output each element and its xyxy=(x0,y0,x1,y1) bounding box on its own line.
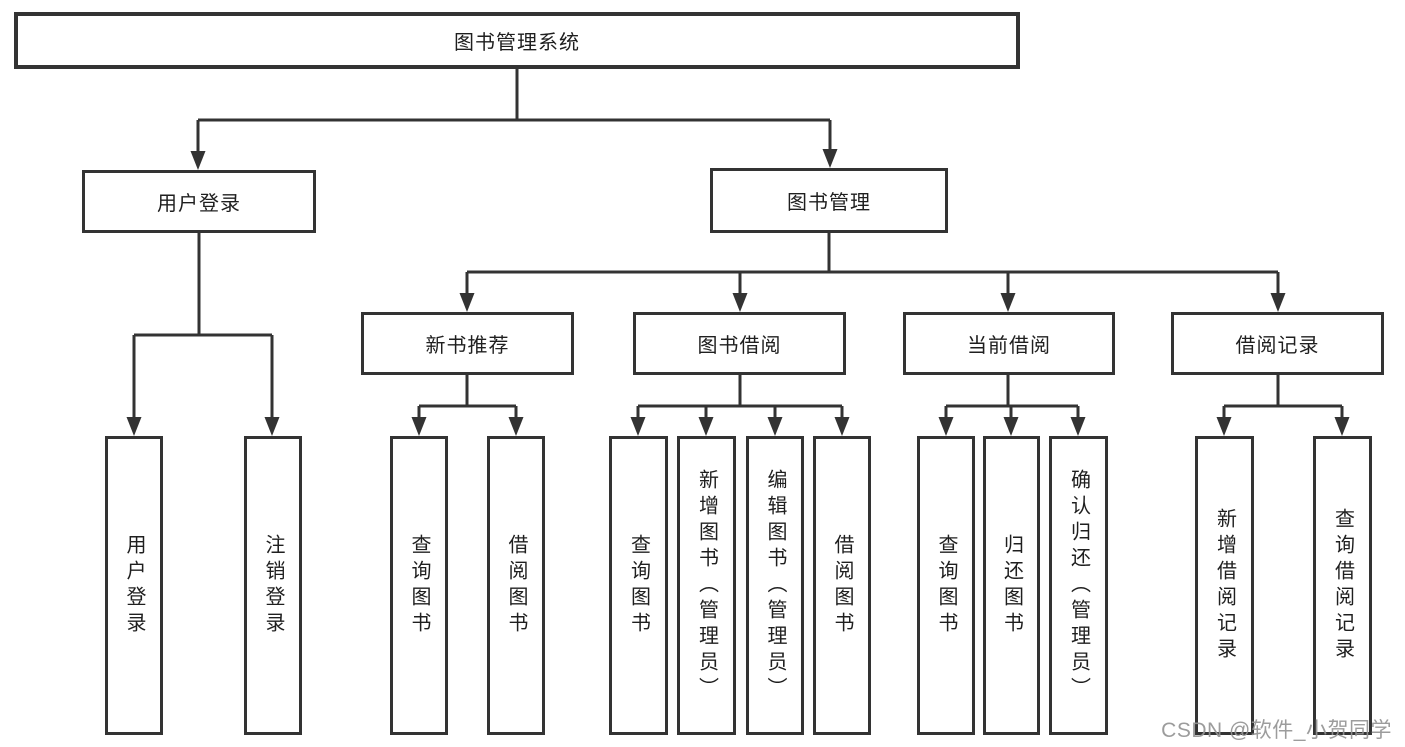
node-label: 确认归还（管理员） xyxy=(1067,468,1090,703)
node-label: 编辑图书（管理员） xyxy=(764,468,786,703)
node-new-book-recommendation: 新书推荐 xyxy=(361,312,574,375)
node-label: 查询图书 xyxy=(408,533,430,638)
node-label: 借阅记录 xyxy=(1235,335,1320,357)
node-label: 图书管理系统 xyxy=(454,32,580,54)
node-label: 借阅图书 xyxy=(505,533,527,638)
node-leaf-query-books-recommend: 查询图书 xyxy=(390,436,448,735)
node-book-management: 图书管理 xyxy=(710,168,948,233)
node-leaf-edit-books-admin: 编辑图书（管理员） xyxy=(746,436,804,735)
node-leaf-add-books-admin: 新增图书（管理员） xyxy=(677,436,736,735)
node-label: 当前借阅 xyxy=(967,335,1051,357)
node-current-borrowing: 当前借阅 xyxy=(903,312,1115,375)
node-label: 图书借阅 xyxy=(697,335,782,357)
node-label: 图书管理 xyxy=(787,192,871,214)
node-label: 查询图书 xyxy=(627,533,650,638)
node-label: 注销登录 xyxy=(262,533,284,638)
node-user-login: 用户登录 xyxy=(82,170,316,233)
node-leaf-borrow-books-recommend: 借阅图书 xyxy=(487,436,545,735)
node-leaf-user-login: 用户登录 xyxy=(105,436,163,735)
node-library-management-system: 图书管理系统 xyxy=(14,12,1020,69)
node-leaf-borrow-books-borrowing: 借阅图书 xyxy=(813,436,871,735)
node-leaf-logout: 注销登录 xyxy=(244,436,302,735)
node-borrowing-records: 借阅记录 xyxy=(1171,312,1384,375)
node-label: 查询借阅记录 xyxy=(1331,507,1354,664)
node-label: 用户登录 xyxy=(157,193,241,215)
node-label: 新增借阅记录 xyxy=(1213,507,1236,664)
csdn-watermark: CSDN @软件_小贺同学 xyxy=(1161,719,1392,742)
node-label: 新书推荐 xyxy=(425,335,510,357)
node-leaf-query-books-current: 查询图书 xyxy=(917,436,975,735)
node-leaf-return-books: 归还图书 xyxy=(983,436,1040,735)
node-leaf-query-borrow-record: 查询借阅记录 xyxy=(1313,436,1372,735)
node-label: 借阅图书 xyxy=(831,533,853,638)
node-leaf-confirm-return-admin: 确认归还（管理员） xyxy=(1049,436,1108,735)
node-label: 归还图书 xyxy=(1000,533,1023,638)
node-book-borrowing: 图书借阅 xyxy=(633,312,846,375)
node-label: 查询图书 xyxy=(935,533,957,638)
node-leaf-query-books-borrowing: 查询图书 xyxy=(609,436,668,735)
node-label: 新增图书（管理员） xyxy=(695,468,718,703)
node-label: 用户登录 xyxy=(123,533,145,638)
node-leaf-add-borrow-record: 新增借阅记录 xyxy=(1195,436,1254,735)
